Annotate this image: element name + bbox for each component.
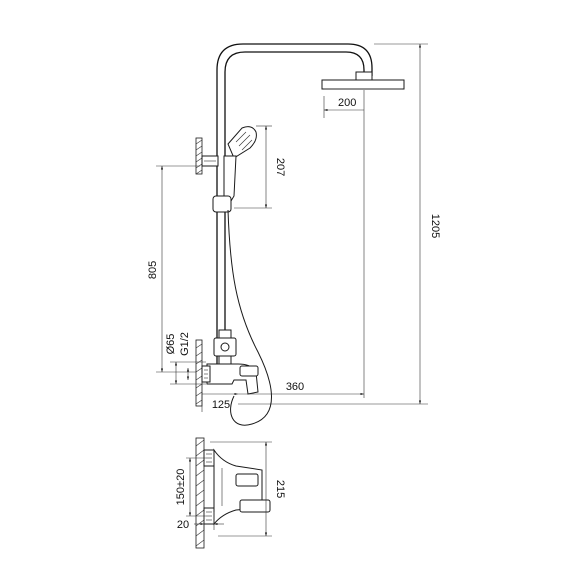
dim-20-label: 20 — [177, 519, 189, 531]
wall-section-mixer — [195, 339, 211, 407]
overhead-shower-head — [321, 71, 405, 90]
dim-207-label: 207 — [274, 158, 286, 176]
riser-pipe — [216, 43, 373, 380]
dim-360: 360 — [238, 381, 364, 396]
diverter-mixer-front — [206, 329, 259, 395]
dim-215: 215 — [210, 441, 286, 537]
dim-215-label: 215 — [274, 480, 286, 498]
dim-outlet-diameter-label: Ø65 — [165, 334, 177, 355]
mixer-side-view — [195, 437, 271, 549]
dim-125-label: 125 — [212, 399, 230, 411]
shower-hose — [227, 209, 272, 426]
dim-200-label: 200 — [338, 97, 356, 109]
dim-200: 200 — [323, 96, 364, 118]
dim-805-label: 805 — [147, 261, 159, 279]
hand-shower — [212, 126, 257, 213]
dim-150-label: 150±20 — [175, 469, 187, 506]
dim-207: 207 — [234, 125, 286, 209]
dim-1205: 1205 — [238, 43, 441, 405]
dim-125: 125 — [201, 392, 238, 412]
dim-150: 150±20 — [175, 457, 206, 517]
dim-805: 805 — [147, 165, 200, 373]
dim-20: 20 — [177, 512, 224, 531]
dim-thread-label: G1/2 — [179, 332, 191, 356]
upper-wall-bracket — [195, 137, 219, 175]
dim-360-label: 360 — [286, 381, 304, 393]
dim-1205-label: 1205 — [429, 214, 441, 238]
dim-outlet: Ø65 G1/2 — [165, 332, 206, 385]
